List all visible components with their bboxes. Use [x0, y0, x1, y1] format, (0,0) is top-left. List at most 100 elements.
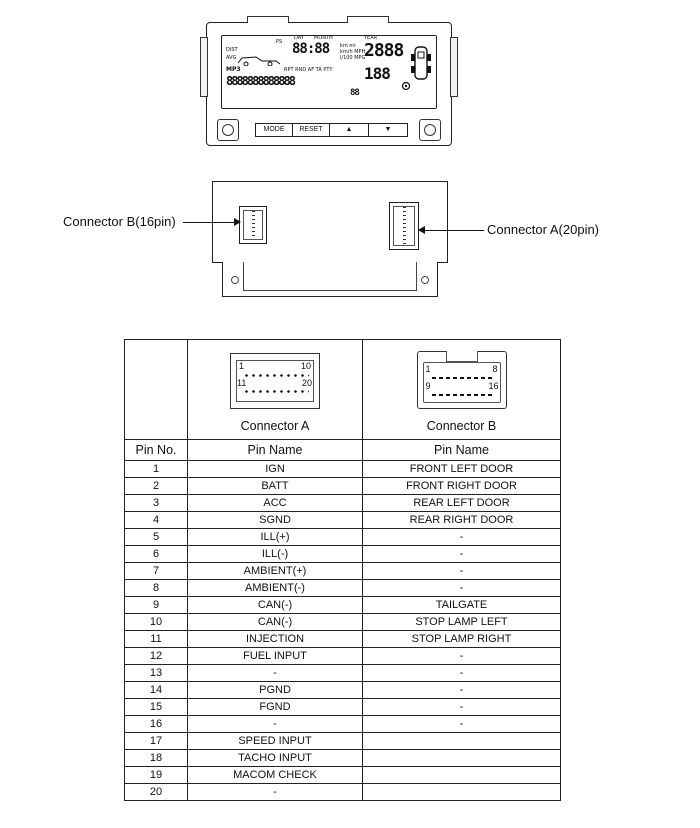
connector-a-pin-name-cell: INJECTION: [187, 630, 363, 648]
connector-b-pin-name-cell: STOP LAMP LEFT: [362, 613, 561, 631]
pin-number-cell: 19: [124, 766, 188, 784]
lcd-date-digits: 88:88: [292, 41, 330, 57]
lcd-small-digits: 88: [350, 88, 360, 98]
connector-a-leader-line: [424, 230, 484, 231]
connector-a-pin-diagram: 1 10 11 20: [230, 353, 320, 409]
connector-a-pin-name-cell: AMBIENT(-): [187, 579, 363, 597]
pin-number-cell: 6: [124, 545, 188, 563]
connector-image-row: 1 10 11 20 Connector A 1 8 9 16: [124, 339, 561, 440]
pin-assignment-table: 1 10 11 20 Connector A 1 8 9 16: [124, 339, 561, 801]
connector-a-pin-name-cell: ILL(+): [187, 528, 363, 546]
gear-icon: [401, 81, 411, 91]
button-row: MODE RESET ▲ ▼: [255, 123, 408, 137]
connector-b-socket: [239, 206, 267, 244]
connector-b-pin-name-cell: STOP LAMP RIGHT: [362, 630, 561, 648]
connector-a-pin-name-cell: AMBIENT(+): [187, 562, 363, 580]
connector-b-pin-name-cell: [362, 749, 561, 767]
connector-b-pin-name-cell: -: [362, 579, 561, 597]
pin-number-cell: 14: [124, 681, 188, 699]
header-pin-name-a: Pin Name: [187, 439, 363, 461]
connector-a-pin-name-cell: ACC: [187, 494, 363, 512]
header-pin-name-b: Pin Name: [362, 439, 561, 461]
connector-b-pin-name-cell: -: [362, 681, 561, 699]
lcd-speed-units-label: km/h MPH: [340, 49, 366, 55]
lcd-front-panel: PS DAY MONTH YEAR DIST AVG 88:88 km mi k…: [200, 16, 458, 146]
connector-b-pin-name-cell: [362, 783, 561, 801]
pin-number-cell: 13: [124, 664, 188, 682]
lcd-year-label: YEAR: [364, 35, 378, 41]
up-button[interactable]: ▲: [329, 123, 369, 137]
connector-b-pin-name-cell: -: [362, 715, 561, 733]
pin-number-cell: 16: [124, 715, 188, 733]
connector-b-pin-name-cell: -: [362, 647, 561, 665]
connector-b-pin-name-cell: -: [362, 698, 561, 716]
rear-view-housing: [212, 181, 448, 263]
connector-a-pin-name-cell: PGND: [187, 681, 363, 699]
pin-number-cell: 3: [124, 494, 188, 512]
connector-a-pin-name-cell: FUEL INPUT: [187, 647, 363, 665]
pin-number-cell: 4: [124, 511, 188, 529]
lcd-month-label: MONTH: [314, 35, 333, 41]
left-knob[interactable]: [217, 119, 239, 141]
connector-a-pin-name-cell: BATT: [187, 477, 363, 495]
connector-a-pin-name-cell: IGN: [187, 460, 363, 478]
lcd-ps-label: PS: [276, 39, 283, 45]
connector-a-pin-name-cell: MACOM CHECK: [187, 766, 363, 784]
connector-a-pin-name-cell: CAN(-): [187, 613, 363, 631]
connector-b-leader-line: [183, 222, 235, 223]
connector-a-title: Connector A: [240, 419, 310, 433]
right-knob[interactable]: [419, 119, 441, 141]
pin-number-cell: 15: [124, 698, 188, 716]
pin-number-cell: 10: [124, 613, 188, 631]
connector-a-callout: Connector A(20pin): [487, 222, 600, 237]
car-icon: [237, 56, 281, 66]
connector-a-cell: 1 10 11 20 Connector A: [187, 339, 363, 440]
table-row: 20-: [124, 783, 561, 801]
lcd-dist-label: DIST: [226, 47, 238, 53]
connector-b-pin-name-cell: TAILGATE: [362, 596, 561, 614]
pin-number-cell: 20: [124, 783, 188, 801]
lcd-year-digits: 2888: [364, 40, 404, 61]
connector-b-pin-name-cell: [362, 766, 561, 784]
pin-number-cell: 8: [124, 579, 188, 597]
reset-button[interactable]: RESET: [292, 123, 330, 137]
connector-b-pin-name-cell: -: [362, 664, 561, 682]
connector-a-pin-name-cell: TACHO INPUT: [187, 749, 363, 767]
pin-number-cell: 7: [124, 562, 188, 580]
pin-number-cell: 9: [124, 596, 188, 614]
connector-a-socket: [389, 202, 419, 250]
connector-a-pin-name-cell: FGND: [187, 698, 363, 716]
pin-number-cell: 18: [124, 749, 188, 767]
connector-b-pin-name-cell: -: [362, 562, 561, 580]
table-row: 13--: [124, 664, 561, 682]
connector-b-cell: 1 8 9 16 Connector B: [362, 339, 561, 440]
lcd-avg-label: AVG: [226, 55, 237, 61]
connector-a-pin-name-cell: -: [187, 664, 363, 682]
lcd-mode-text: RPT RND AF TA PTY: [284, 67, 333, 73]
mode-button[interactable]: MODE: [255, 123, 293, 137]
lcd-mp3-label: MP3: [226, 66, 241, 73]
lcd-day-label: DAY: [294, 35, 304, 41]
pin-number-cell: 12: [124, 647, 188, 665]
connector-b-pin-name-cell: REAR LEFT DOOR: [362, 494, 561, 512]
connector-b-pin-name-cell: -: [362, 545, 561, 563]
down-button[interactable]: ▼: [368, 123, 408, 137]
pin-number-cell: 1: [124, 460, 188, 478]
connector-b-pin-name-cell: [362, 732, 561, 750]
pin-number-cell: 5: [124, 528, 188, 546]
